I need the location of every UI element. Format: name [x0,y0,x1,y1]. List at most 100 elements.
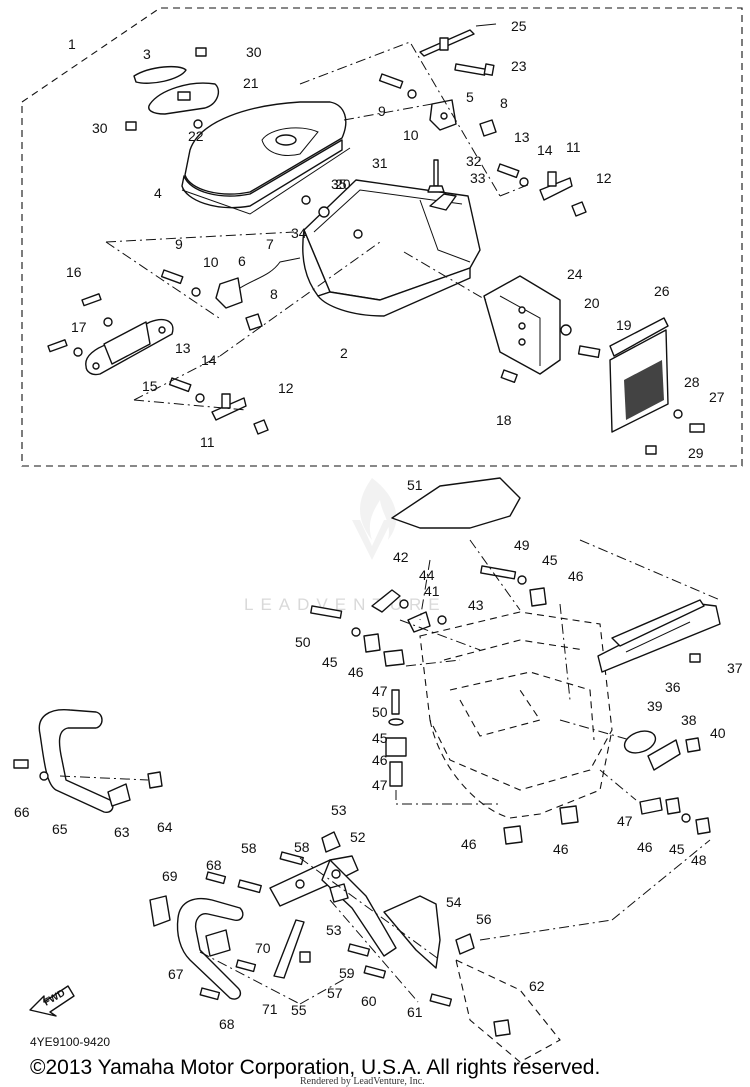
callout-label: 53 [326,922,342,938]
callout-label: 36 [665,679,681,695]
callout-label: 47 [617,813,633,829]
washer [407,89,417,99]
axis-line [299,857,441,961]
callout-label: 33 [470,170,486,186]
collar [329,883,349,903]
callout-label: 49 [514,537,530,553]
callout-label: 50 [372,704,388,720]
pin [433,159,439,187]
bolt [13,759,29,769]
grommet [529,587,547,607]
bolt [347,943,371,957]
lock-bracket [211,397,247,421]
callout-label: 26 [654,283,670,299]
callout-label: 61 [407,1004,423,1020]
nut [253,419,269,435]
callout-label: 14 [537,142,553,158]
axis-line [299,975,351,1005]
nut [479,119,497,137]
axis-line [105,231,295,243]
trunk-body [302,179,481,317]
callout-label: 24 [567,266,583,282]
lock-bracket-tab [547,171,557,187]
callout-label: 45 [322,654,338,670]
callout-label: 46 [553,841,569,857]
axis-line [403,251,487,301]
callout-label: 54 [446,894,462,910]
washer [191,287,201,297]
grommet [363,633,381,653]
callout-label: 69 [162,868,178,884]
mount-stay [269,855,397,957]
latch-rod [239,257,301,289]
callout-label: 30 [246,44,262,60]
bolt [577,345,601,359]
callout-label: 46 [637,839,653,855]
cover-plate [609,317,669,433]
grommet [385,737,407,757]
washer [318,206,330,218]
washer [399,599,409,609]
latch [407,611,431,633]
callout-label: 46 [348,664,364,680]
callout-label: 28 [684,374,700,390]
callout-label: 55 [291,1002,307,1018]
callout-label: 56 [476,911,492,927]
bolt [237,879,262,894]
callout-label: 27 [709,389,725,405]
nut [685,737,701,753]
callout-label: 18 [496,412,512,428]
washer [351,627,361,637]
watermark-text: LEADVENTURE [244,595,447,614]
callout-label: 21 [243,75,259,91]
washer [673,409,683,419]
bolt [429,993,453,1007]
callout-label: 20 [584,295,600,311]
hinge-rod [419,23,497,57]
bracket-hole [440,112,448,120]
callout-label: 51 [407,477,423,493]
drawing-code: 4YE9100-9420 [30,1035,110,1049]
forward-arrow-icon [29,985,75,1017]
callout-label: 9 [175,236,183,252]
axis-line [133,355,221,401]
nut [147,771,163,789]
washer [517,575,527,585]
callout-label: 1 [68,36,76,52]
cover-piece [149,895,171,927]
watermark-logo [352,478,397,560]
callout-label: 7 [266,236,274,252]
collar [383,649,405,667]
collar [321,831,341,853]
bolt [689,423,705,433]
callout-label: 68 [219,1016,235,1032]
callout-label: 47 [372,777,388,793]
mount-stay [383,895,441,969]
callout-label: 43 [468,597,484,613]
callout-label: 19 [616,317,632,333]
rear-guard [176,897,244,1000]
callout-label: 11 [566,139,581,155]
screw [47,339,68,353]
callout-label: 45 [669,841,685,857]
callout-label: 70 [255,940,271,956]
axis-line [219,241,381,357]
bracket [273,919,305,979]
grommet [493,1019,511,1037]
bolt [496,163,520,179]
callout-label: 57 [327,985,343,1001]
callout-label: 32 [466,153,482,169]
callout-label: 29 [688,445,704,461]
callout-label: 11 [200,434,215,450]
axis-line [469,539,521,611]
lock-bracket [539,177,573,201]
screw [81,293,102,307]
guard-rail [597,599,721,673]
axis-line [329,899,419,1003]
bolt [363,965,387,979]
callout-label: 63 [114,824,130,840]
collar [389,761,403,787]
axis-line [395,790,500,805]
callout-label: 22 [188,128,204,144]
